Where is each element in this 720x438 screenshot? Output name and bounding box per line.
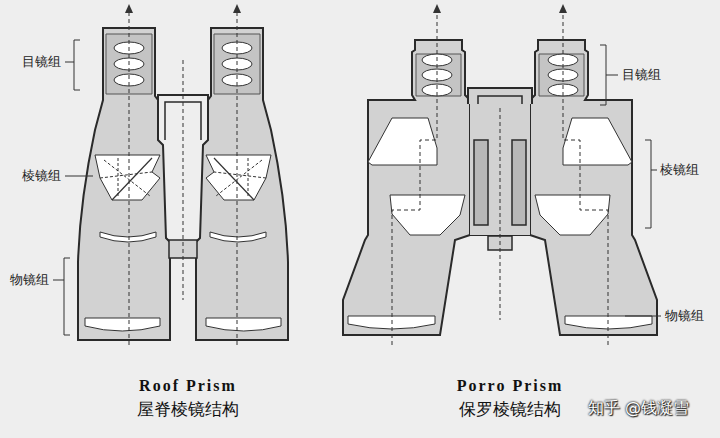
caption-text: 保罗棱镜结构 — [459, 399, 561, 419]
caption-text: Roof Prism — [139, 378, 237, 394]
part-label: 目镜组 — [22, 54, 61, 70]
part-label: 棱镜组 — [22, 168, 61, 184]
part-label: 物镜组 — [665, 308, 704, 324]
part-label: 棱镜组 — [660, 162, 699, 178]
caption-text: Porro Prism — [457, 378, 564, 394]
part-label: 物镜组 — [10, 272, 49, 288]
watermark: 知乎 @钱凝雪 — [588, 398, 689, 418]
part-label: 目镜组 — [622, 67, 661, 83]
caption-text: 屋脊棱镜结构 — [137, 399, 239, 419]
